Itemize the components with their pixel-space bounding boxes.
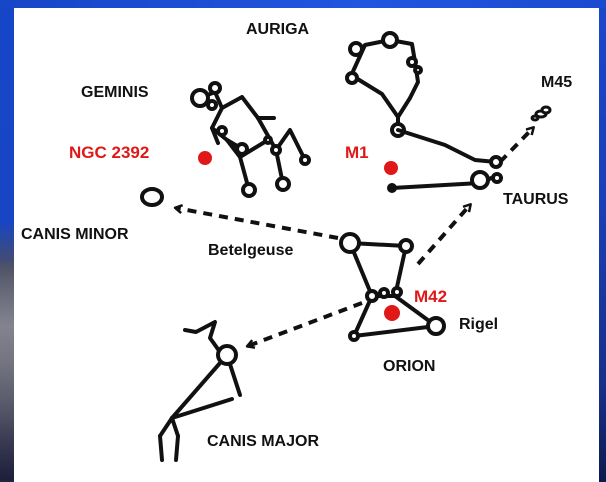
label-ngc2392: NGC 2392 (69, 143, 150, 162)
label-m42: M42 (414, 287, 448, 306)
label-rigel: Rigel (459, 316, 499, 333)
frame-top (0, 0, 606, 8)
label-auriga: AURIGA (246, 21, 310, 38)
ngc2392-marker (198, 151, 212, 165)
geminis-constellation (190, 81, 311, 198)
frame-right (599, 8, 606, 482)
arrow-to-canis-major (248, 301, 363, 346)
canis-major-constellation (158, 320, 242, 462)
frame-left-texture (0, 260, 14, 480)
label-canis-minor: CANIS MINOR (21, 226, 129, 243)
label-orion: ORION (383, 358, 436, 375)
label-betelgeuse: Betelgeuse (208, 242, 294, 259)
label-canis-major: CANIS MAJOR (207, 433, 320, 450)
m1-marker (384, 161, 398, 175)
m42-marker (384, 305, 400, 321)
orion-constellation (339, 232, 446, 342)
label-m45: M45 (541, 74, 573, 91)
arrow-to-canis-minor (176, 208, 339, 240)
arrow-to-taurus (416, 205, 470, 266)
canis-minor-constellation (140, 187, 164, 207)
taurus-constellation (387, 128, 503, 193)
label-m1: M1 (345, 143, 369, 162)
label-geminis: GEMINIS (81, 84, 149, 101)
m45-cluster (530, 105, 552, 122)
arrow-to-m45 (498, 128, 533, 164)
star-chart-panel (14, 8, 599, 482)
auriga-constellation (345, 31, 423, 138)
label-taurus: TAURUS (503, 191, 569, 208)
